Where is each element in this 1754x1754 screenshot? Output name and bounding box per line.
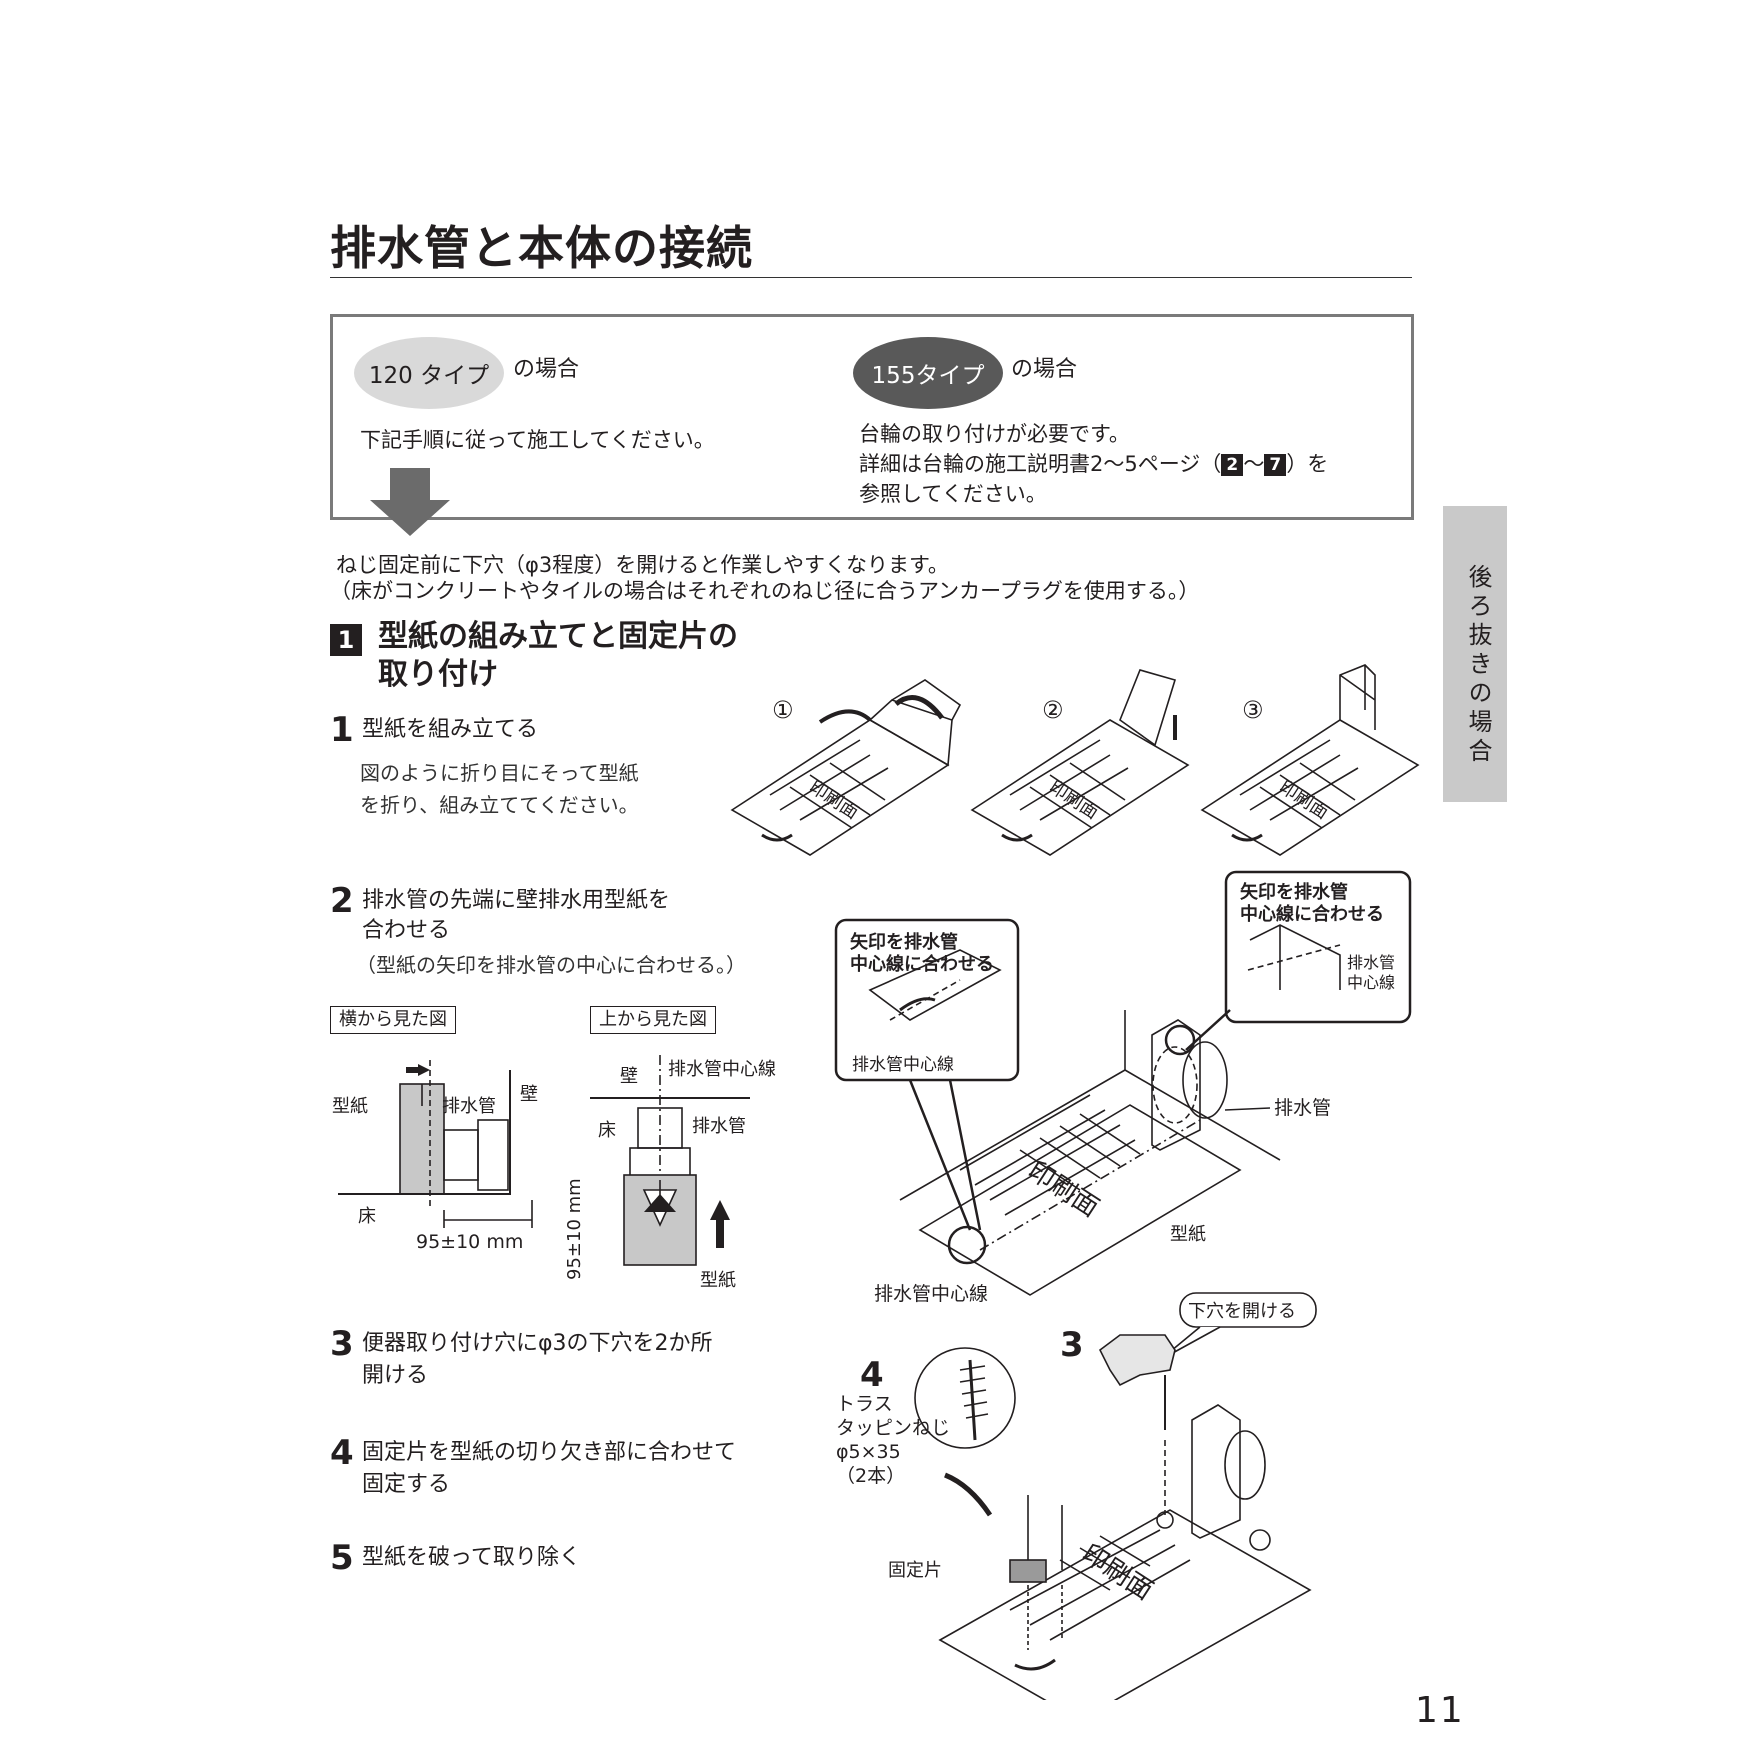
callout-right-line2: 中心線に合わせる [1240,903,1384,925]
drill-figure: 下穴を開ける 3 4 トラス タッピンねじ φ5×35 （2本） 固定片 印刷面 [836,1292,1317,1700]
callout-right-line1: 矢印を排水管 [1240,881,1348,903]
drill-bubble: 下穴を開ける [1188,1301,1296,1322]
step-2-number: 2 [330,881,354,921]
type-155-pill: 155タイプ [853,337,1003,409]
callout-left-line1: 矢印を排水管 [850,931,958,953]
fold-label-2: ② [1042,696,1064,724]
side-view-dim: 95±10 mm [416,1231,523,1253]
side-view-pipe-label: 排水管 [442,1096,496,1117]
type-120-suffix: の場合 [513,357,580,382]
step-4-number: 4 [330,1433,354,1473]
screw-label-2: タッピンねじ [836,1417,950,1439]
step-5-title: 型紙を破って取り除く [362,1545,581,1570]
top-view-floor-label: 床 [598,1120,616,1141]
top-view-pipe-label: 排水管 [692,1116,746,1137]
main-template-figure: 矢印を排水管 中心線に合わせる 排水管中心線 矢印を排水管 中心線に合わせる 排… [834,870,1412,1305]
type-155-suffix: の場合 [1011,357,1078,382]
callout-right-caption1: 排水管 [1347,953,1395,972]
step-1-number: 1 [330,710,354,750]
screw-label-1: トラス [836,1393,893,1415]
type-box: 120 タイプ の場合 下記手順に従って施工してください。 155タイプ の場合… [330,314,1414,520]
step-2-body: （型紙の矢印を排水管の中心に合わせる。） [356,953,746,977]
step-4-title: 固定片を型紙の切り欠き部に合わせて [362,1440,737,1465]
step-1-body2: を折り、組み立ててください。 [360,793,639,817]
step-2-title: 排水管の先端に壁排水用型紙を [362,888,671,913]
badge-7: 7 [1264,454,1287,476]
screw-label-4: （2本） [836,1465,905,1487]
screw-label-3: φ5×35 [836,1441,901,1463]
top-view-template-label: 型紙 [700,1270,736,1290]
drill-step-4-number: 4 [860,1355,884,1395]
step-5-number: 5 [330,1538,354,1578]
step-3-title2: 開ける [362,1363,429,1388]
drill-step-3-number: 3 [1060,1325,1084,1365]
callout-left-caption: 排水管中心線 [852,1055,954,1075]
step-4-title2: 固定する [362,1472,451,1497]
section-badge: 1 [330,624,362,656]
page-title: 排水管と本体の接続 [330,221,753,275]
step-3-number: 3 [330,1324,354,1364]
main-template-label: 型紙 [1170,1224,1206,1245]
bracket-label: 固定片 [888,1560,942,1581]
step-2-title2: 合わせる [362,918,451,943]
fold-figure-1 [730,679,962,856]
fold-figure-3 [1200,664,1420,856]
top-view-centerline-label: 排水管中心線 [668,1059,776,1080]
step-3-title: 便器取り付け穴にφ3の下穴を2か所 [362,1331,713,1356]
type-120-text: 下記手順に従って施工してください。 [360,428,715,452]
type-155-line3: 参照してください。 [859,482,1047,506]
down-arrow-icon [370,468,450,536]
top-view-wall-label: 壁 [620,1066,638,1087]
drill-print-side: 印刷面 [1076,1539,1158,1607]
top-view-dim: 95±10 mm [564,1178,585,1280]
badge-2: 2 [1221,454,1244,476]
fold-figure-2 [970,669,1190,856]
callout-right-caption2: 中心線 [1347,973,1395,992]
title-divider [330,277,1412,278]
section-title: 型紙の組み立てと固定片の 取り付け [378,619,738,692]
fold-label-1: ① [772,696,794,724]
top-view-diagram: 排水管中心線 排水管 壁 床 型紙 95±10 mm [564,1055,776,1290]
main-centerline-label: 排水管中心線 [874,1283,988,1305]
note-line2: （床がコンクリートやタイルの場合はそれぞれのねじ径に合うアンカープラグを使用する… [330,579,1200,603]
callout-left-line2: 中心線に合わせる [850,953,994,975]
note-line1: ねじ固定前に下穴（φ3程度）を開けると作業しやすくなります。 [336,553,949,577]
side-view-floor-label: 床 [358,1206,376,1227]
side-view-caption: 横から見た図 [330,1006,456,1034]
fold-figures: ① ② ③ 印刷面 印刷面 印刷面 [730,664,1420,856]
step-1-body1: 図のように折り目にそって型紙 [360,761,639,785]
side-view-diagram: 型紙 排水管 壁 床 95±10 mm [332,1060,538,1253]
side-tab: 後ろ抜きの場合 [1443,506,1507,802]
side-view-template-label: 型紙 [332,1096,368,1117]
page-number: 11 [1415,1690,1465,1731]
main-pipe-label: 排水管 [1274,1097,1331,1119]
step-1-title: 型紙を組み立てる [362,717,539,742]
fold-label-3: ③ [1242,696,1264,724]
side-view-wall-label: 壁 [520,1084,538,1105]
type-155-line2: 詳細は台輪の施工説明書2〜5ページ（2〜7）を [859,452,1329,476]
top-view-caption: 上から見た図 [590,1006,716,1034]
type-155-line1: 台輪の取り付けが必要です。 [859,422,1130,446]
type-120-pill: 120 タイプ [354,337,504,409]
